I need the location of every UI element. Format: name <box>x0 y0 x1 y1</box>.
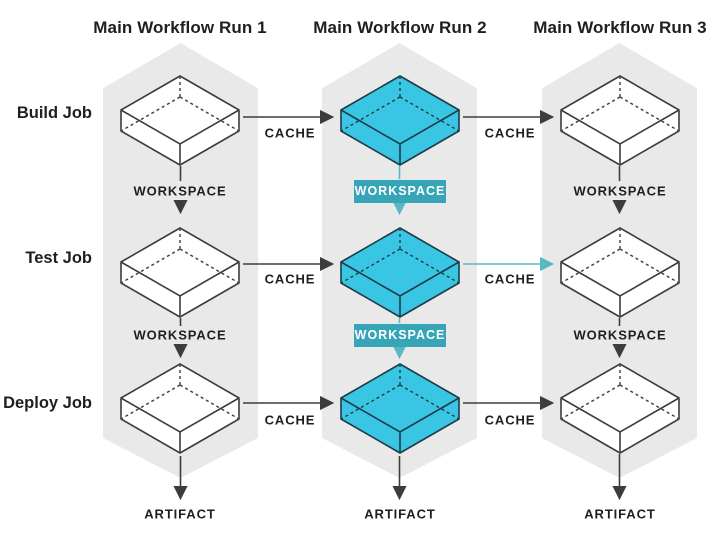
artifact-label: ARTIFACT <box>144 506 216 522</box>
cache-label: CACHE <box>484 271 536 287</box>
job-box-build-run3 <box>560 75 680 166</box>
job-box-deploy-run3 <box>560 363 680 454</box>
cache-label: CACHE <box>484 125 536 141</box>
cache-label: CACHE <box>264 271 316 287</box>
build-job-label: Build Job <box>16 104 92 122</box>
job-box-build-run1 <box>120 75 240 166</box>
artifact-label: ARTIFACT <box>364 506 436 522</box>
artifact-label: ARTIFACT <box>584 506 656 522</box>
workspace-label: WORKSPACE <box>133 183 227 199</box>
workspace-label: WORKSPACE <box>573 327 667 343</box>
cache-label: CACHE <box>264 125 316 141</box>
job-box-test-run2 <box>340 227 460 318</box>
run2-title: Main Workflow Run 2 <box>313 18 487 37</box>
job-box-deploy-run2 <box>340 363 460 454</box>
job-box-build-run2 <box>340 75 460 166</box>
job-box-test-run1 <box>120 227 240 318</box>
cache-label: CACHE <box>484 412 536 428</box>
job-box-test-run3 <box>560 227 680 318</box>
workspace-label: WORKSPACE <box>573 183 667 199</box>
test-job-label: Test Job <box>25 249 92 267</box>
workspace-badge: WORKSPACE <box>354 180 446 203</box>
workspace-badge: WORKSPACE <box>354 324 446 347</box>
job-box-deploy-run1 <box>120 363 240 454</box>
run3-title: Main Workflow Run 3 <box>533 18 707 37</box>
run1-title: Main Workflow Run 1 <box>93 18 267 37</box>
cache-label: CACHE <box>264 412 316 428</box>
workspace-label: WORKSPACE <box>133 327 227 343</box>
deploy-job-label: Deploy Job <box>3 394 92 412</box>
